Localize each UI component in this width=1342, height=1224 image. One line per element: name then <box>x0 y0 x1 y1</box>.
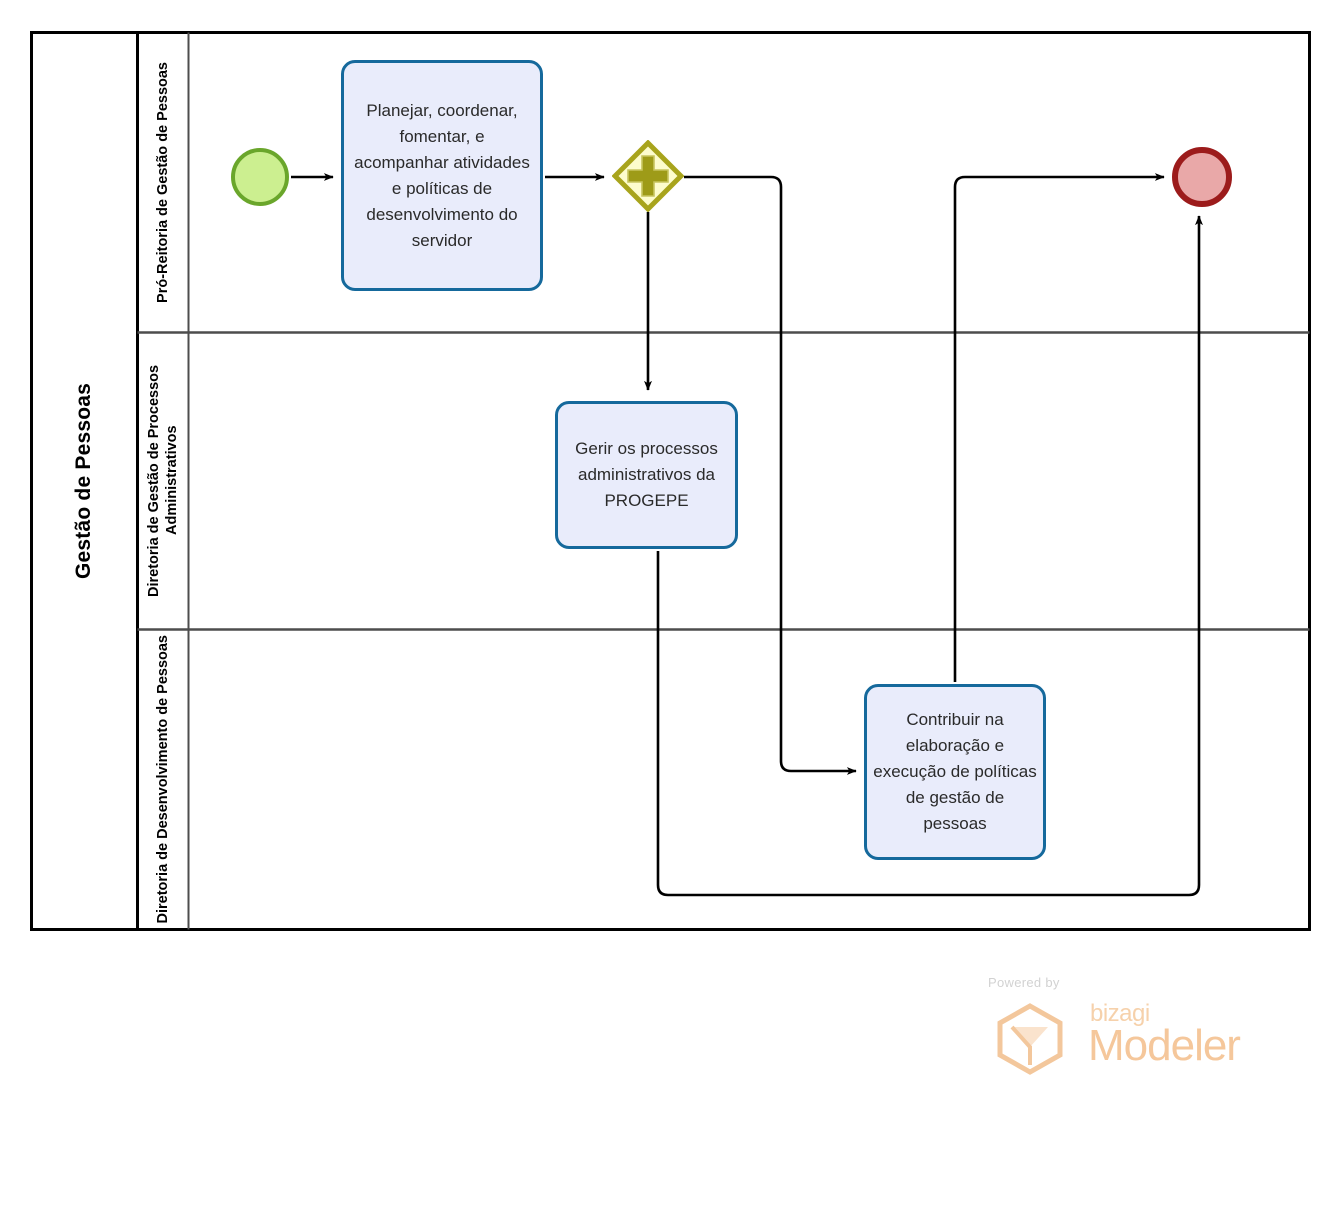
task-contribuir-label: Contribuir na elaboração e execução de p… <box>873 710 1037 833</box>
bizagi-product-label: Modeler <box>1088 1021 1241 1070</box>
bizagi-brand-label: bizagi <box>1090 1000 1150 1027</box>
start-event[interactable] <box>231 148 289 206</box>
lane-label-desenvolvimento: Diretoria de Desenvolvimento de Pessoas <box>154 635 171 924</box>
task-planejar[interactable]: Planejar, coordenar, fomentar, e acompan… <box>341 60 543 291</box>
task-contribuir[interactable]: Contribuir na elaboração e execução de p… <box>864 684 1046 860</box>
flow-gerir-to-end <box>656 215 1203 897</box>
task-gerir-label: Gerir os processos administrativos da PR… <box>575 439 718 510</box>
flow-gateway-to-contribuir <box>684 175 857 775</box>
lane-title-gestao-processos: Diretoria de Gestão de Processos Adminis… <box>138 332 188 629</box>
pool-title: Gestão de Pessoas <box>31 32 137 930</box>
parallel-plus-icon <box>627 155 669 197</box>
lane-title-desenvolvimento: Diretoria de Desenvolvimento de Pessoas <box>138 629 188 930</box>
bizagi-hexagon-logo-icon <box>997 1003 1063 1075</box>
lane-label-gestao-processos: Diretoria de Gestão de Processos Adminis… <box>145 364 180 597</box>
pool-title-label: Gestão de Pessoas <box>72 383 95 579</box>
end-event[interactable] <box>1172 147 1232 207</box>
lane-title-pro-reitoria: Pró-Reitoria de Gestão de Pessoas <box>138 32 188 332</box>
powered-by-label: Powered by <box>988 975 1060 990</box>
lane-label-pro-reitoria: Pró-Reitoria de Gestão de Pessoas <box>154 61 171 303</box>
task-planejar-label: Planejar, coordenar, fomentar, e acompan… <box>354 100 530 250</box>
flow-contribuir-to-end <box>953 173 1165 682</box>
parallel-gateway[interactable] <box>612 140 684 212</box>
task-gerir[interactable]: Gerir os processos administrativos da PR… <box>555 401 738 549</box>
pool-frame <box>30 31 1311 931</box>
